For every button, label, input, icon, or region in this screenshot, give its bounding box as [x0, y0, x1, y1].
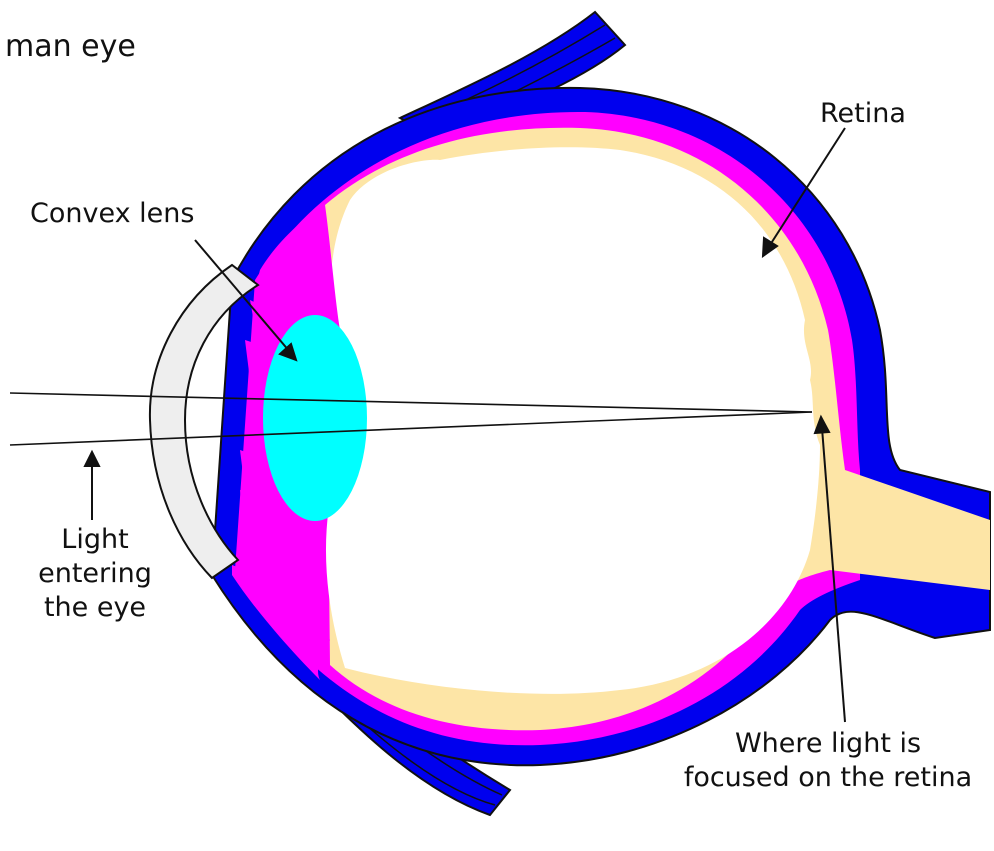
page-title: man eye [5, 29, 136, 64]
light-entering-line-1: Light [61, 524, 128, 555]
light-entering-line-3: the eye [44, 592, 146, 623]
focus-point-line-1: Where light is [735, 728, 921, 759]
light-entering-label: Light entering the eye [38, 524, 152, 623]
focus-point-label: Where light is focused on the retina [684, 728, 972, 793]
light-entering-line-2: entering [38, 558, 152, 589]
convex-lens [263, 315, 367, 521]
vitreous-body [326, 147, 820, 694]
focus-point-line-2: focused on the retina [684, 762, 972, 793]
retina-label: Retina [820, 98, 906, 129]
convex-lens-label: Convex lens [30, 198, 194, 229]
